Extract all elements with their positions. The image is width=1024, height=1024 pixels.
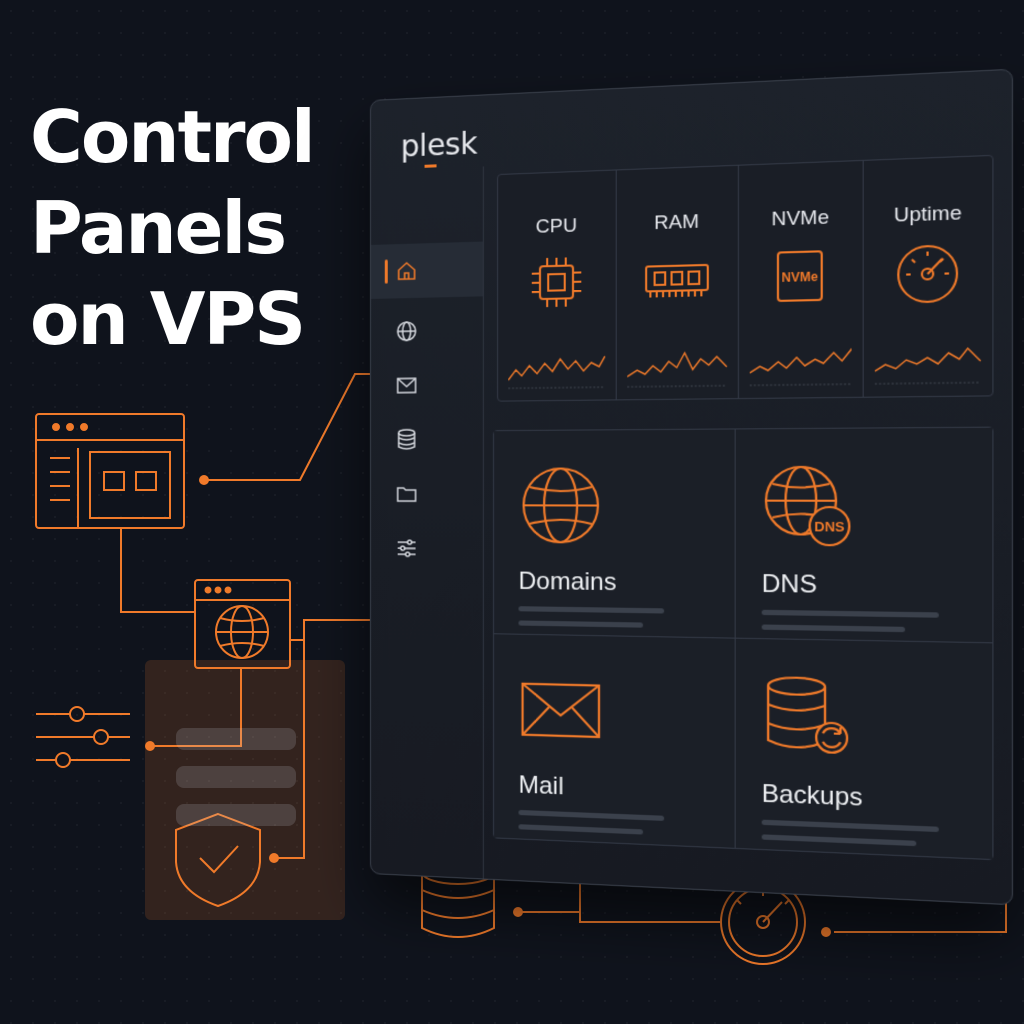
headline: Control Panels on VPS [30, 92, 316, 365]
sidebar [370, 166, 484, 879]
stat-label: Uptime [893, 202, 962, 227]
placeholder-bar [518, 606, 665, 614]
stat-uptime[interactable]: Uptime [864, 156, 992, 397]
feature-backups[interactable]: Backups [735, 638, 993, 860]
feature-domains[interactable]: Domains [494, 429, 736, 639]
feature-label: Backups [761, 779, 863, 812]
stat-ram[interactable]: RAM [616, 165, 739, 400]
placeholder-bar [761, 624, 906, 633]
sidebar-item-home[interactable] [370, 241, 483, 299]
sliders-icon [395, 536, 419, 560]
placeholder-bar [518, 620, 644, 628]
placeholder-bar [761, 609, 939, 618]
server-stack-decoration [145, 660, 345, 920]
stat-label: NVMe [771, 206, 830, 231]
uptime-sparkline [875, 337, 981, 388]
placeholder-bar [518, 809, 665, 821]
placeholder-bar [518, 824, 644, 835]
resource-stats: CPU RAM NVMe [497, 154, 994, 402]
cpu-chip-icon [522, 248, 590, 317]
feature-grid: Domains DNS DNS Mail [493, 426, 994, 861]
plesk-logo: plesk [400, 126, 478, 165]
stat-label: RAM [654, 211, 699, 235]
feature-label: Mail [518, 771, 564, 801]
dns-globe-icon: DNS [759, 460, 853, 551]
cpu-sparkline [508, 344, 605, 392]
headline-line-1: Control [30, 95, 316, 179]
globe-icon [395, 319, 419, 344]
placeholder-bar [761, 834, 917, 847]
feature-label: DNS [761, 569, 817, 599]
browser-globe-icon [194, 579, 291, 669]
sidebar-item-mail[interactable] [371, 357, 483, 413]
speedometer-icon [891, 237, 965, 310]
mail-icon [395, 373, 419, 397]
dns-icon-text: DNS [814, 519, 845, 535]
envelope-icon [516, 665, 605, 756]
sidebar-item-settings[interactable] [371, 521, 483, 576]
ram-sparkline [627, 342, 727, 391]
ram-module-icon [642, 244, 712, 314]
headline-line-3: on VPS [30, 277, 306, 361]
nvme-icon-text: NVMe [782, 269, 819, 285]
feature-dns[interactable]: DNS DNS [735, 427, 993, 644]
database-backup-icon [759, 671, 853, 764]
placeholder-bar [761, 819, 939, 833]
control-panel-window: plesk [370, 68, 1013, 906]
headline-line-2: Panels [30, 186, 287, 270]
stat-label: CPU [535, 215, 578, 238]
sidebar-item-files[interactable] [371, 467, 483, 522]
nvme-sparkline [749, 340, 852, 390]
feature-label: Domains [518, 567, 617, 597]
browser-window-icon [35, 413, 185, 529]
stat-cpu[interactable]: CPU [498, 170, 617, 401]
stat-nvme[interactable]: NVMe NVMe [738, 160, 865, 399]
database-icon [395, 428, 419, 452]
folder-icon [395, 482, 419, 506]
logo-accent [424, 164, 437, 168]
shield-check-icon [175, 812, 261, 908]
home-icon [395, 259, 419, 284]
feature-mail[interactable]: Mail [494, 634, 736, 848]
sidebar-item-websites[interactable] [371, 302, 483, 359]
sidebar-item-databases[interactable] [371, 412, 483, 467]
globe-icon [516, 461, 605, 550]
nvme-drive-icon: NVMe [764, 240, 836, 311]
